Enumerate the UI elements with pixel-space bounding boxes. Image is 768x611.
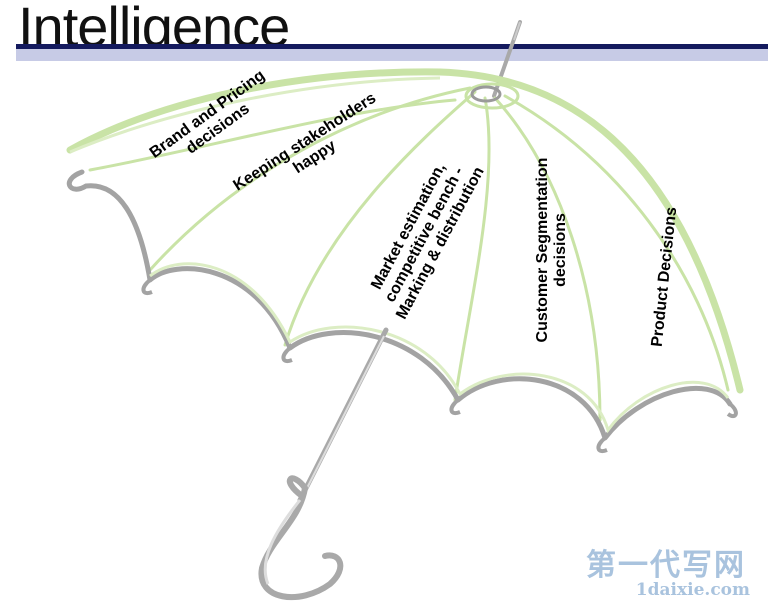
segment-label-customer-segmentation: Customer Segmentation decisions <box>534 157 569 343</box>
watermark-chinese: 第一代写网 <box>586 548 746 583</box>
watermark-url: 1daixie.com <box>635 580 750 600</box>
umbrella-ribs <box>88 86 730 422</box>
umbrella-hub <box>464 82 520 110</box>
title-underline <box>16 44 768 49</box>
umbrella-handle <box>258 475 344 600</box>
umbrella-canopy-rim <box>66 68 744 394</box>
title-underline-shadow <box>16 49 768 61</box>
